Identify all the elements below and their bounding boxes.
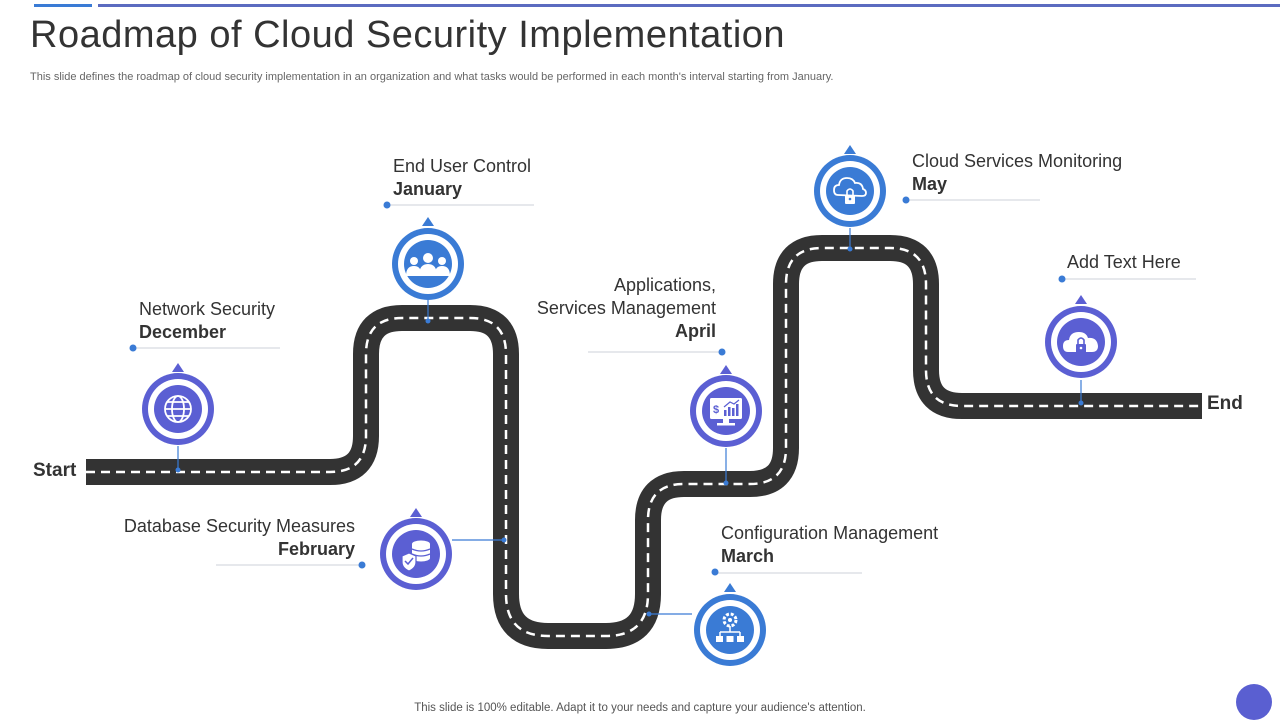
milestone-label-april: Applications, Services Management April [480, 274, 716, 343]
milestone-month: May [912, 174, 948, 194]
milestone-pin-december [142, 363, 214, 445]
cloud-padlock-icon [1063, 332, 1098, 353]
milestone-task: Database Security Measures [123, 516, 355, 536]
road-center-line [86, 246, 1202, 638]
globe-icon [164, 395, 192, 423]
milestone-label-march: Configuration Management March [721, 522, 938, 568]
page-subtitle: This slide defines the roadmap of cloud … [30, 71, 834, 83]
cloud-lock-icon [833, 177, 867, 204]
milestone-task: Cloud Services Monitoring [912, 151, 1123, 171]
milestone-pin-february [380, 508, 452, 590]
milestone-label-february: Database Security Measures February [96, 515, 355, 561]
start-label: Start [33, 460, 77, 481]
milestone-task: End User Control [393, 156, 532, 176]
milestone-task: Add Text Here [1067, 252, 1181, 272]
database-shield-icon [401, 540, 431, 572]
top-accent-bar [98, 4, 1280, 7]
end-label: End [1207, 393, 1243, 414]
milestone-month: December [139, 322, 227, 342]
milestone-pin-january [392, 217, 464, 300]
milestone-task-line2: Services Management [536, 298, 716, 318]
connector-lines [177, 228, 1082, 615]
milestone-pin-add-text [1045, 295, 1117, 378]
milestone-task-line1: Applications, [613, 275, 716, 295]
milestone-task: Network Security [139, 299, 276, 319]
footer-note: This slide is 100% editable. Adapt it to… [414, 702, 866, 714]
milestone-label-december: Network Security December [139, 298, 275, 344]
svg-text:$: $ [713, 404, 719, 416]
milestone-task: Configuration Management [721, 523, 939, 543]
connector-dots [175, 246, 1084, 617]
users-icon [406, 253, 450, 276]
label-dots [129, 196, 1066, 576]
gear-network-icon [716, 612, 744, 642]
milestone-pin-march [694, 583, 766, 666]
page-title: Roadmap of Cloud Security Implementation [30, 14, 786, 56]
milestone-pin-april: $ [690, 365, 762, 447]
milestone-month: April [674, 321, 716, 341]
milestone-label-may: Cloud Services Monitoring May [912, 150, 1122, 196]
milestone-month: January [393, 179, 463, 199]
label-underlines [134, 199, 1196, 574]
top-accent-bar-left [34, 4, 92, 7]
milestone-label-january: End User Control January [393, 155, 531, 201]
milestone-month: March [721, 546, 775, 566]
milestone-month: February [277, 539, 355, 559]
corner-decoration [1236, 684, 1272, 720]
milestone-label-add-text: Add Text Here [1067, 251, 1181, 274]
milestone-pin-may [814, 145, 886, 227]
monitor-chart-icon: $ [710, 398, 742, 426]
